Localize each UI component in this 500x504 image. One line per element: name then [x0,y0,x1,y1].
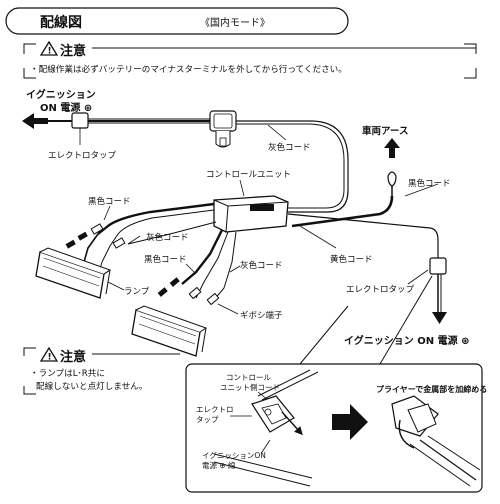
gray-cord-label-3: 灰色コード [240,260,283,271]
svg-text:!: ! [48,47,52,57]
fuse-holder [209,110,237,148]
gray-cord-label-2: 灰色コード [146,232,189,243]
control-unit-box [213,195,289,233]
lamp-right [131,305,208,357]
electro-tap-top [71,112,89,129]
inset-small-arrow [281,411,303,436]
inset-tap-2: タップ [196,415,219,424]
diagram-title: 配線図 [40,14,82,31]
warning-triangle-icon-2: ! [39,346,59,363]
black-ground-wire [291,195,394,228]
ign-top-label-2: ON 電源 ⊕ [40,101,92,114]
ign-bottom-arrow [432,312,447,324]
inset-electro-tap [251,395,295,433]
inset-ign-2: 電源 ⊕ 線 [202,460,236,470]
inset-detail: コントロール ユニット側コード エレクトロ タップ イグニッションON 電源 ⊕… [185,275,487,493]
vehicle-ground-arrow [384,138,400,158]
inset-unit-cord-1: コントロール [226,373,271,382]
black-cord-label-1: 黒色コード [408,178,451,189]
caution-bottom-line2: 配線しないと点灯しません。 [36,380,147,392]
yellow-cord-wire [287,213,439,258]
inset-ign-1: イグニッションON [202,450,266,460]
top-wire-harness [48,118,349,213]
inset-pliers-detail [391,395,481,487]
inset-tap-1: エレクトロ [196,405,234,414]
control-unit-label: コントロールユニット [206,170,291,180]
lamp2-wire-harness [181,229,237,301]
black-cord-label-2: 黒色コード [88,196,131,207]
ign-top-label-1: イグニッション [26,88,96,101]
header-frame [5,7,349,35]
connector-a [65,223,126,249]
caution-bottom-title: 注意 [60,349,86,365]
warning-triangle-icon: ! [39,40,59,57]
lamp-left [35,247,112,299]
inset-right-arrow-icon [332,404,368,440]
inset-wires [213,369,319,487]
mode-label: 《国内モード》 [200,16,270,29]
electro-tap-bottom [429,257,447,275]
electro-tap-label-2: エレクトロタップ [346,285,415,295]
inset-unit-cord-2: ユニット側コード [220,382,280,392]
black-cord-label-3: 黒色コード [144,254,187,265]
lamp-label: ランプ [124,287,150,297]
caution-top: ! 注意 ・配線作業は必ずバッテリーのマイナスターミナルを外してから行ってくださ… [23,40,477,79]
caution-bottom: ! 注意 ・ランプはL･R共に 配線しないと点灯しません。 [23,346,180,395]
electro-tap-label-1: エレクトロタップ [48,151,117,161]
ring-terminal-icon [387,171,397,196]
svg-text:!: ! [48,353,52,363]
vehicle-ground-label: 車両アース [362,125,408,137]
gray-cord-label-1: 灰色コード [268,142,311,153]
inset-plier-text: プライヤーで金属部を加締める [376,384,487,394]
ign-top-arrow [22,113,48,129]
yellow-cord-label: 黄色コード [330,254,373,265]
caution-top-title: 注意 [60,43,86,59]
ign-bottom-label: イグニッション ON 電源 ⊕ [344,334,470,347]
gibosi-label: ギボシ端子 [240,310,283,321]
connector-b [157,277,220,306]
caution-bottom-line1: ・ランプはL･R共に [30,368,105,379]
caution-top-text: ・配線作業は必ずバッテリーのマイナスターミナルを外してから行ってください。 [30,63,347,75]
